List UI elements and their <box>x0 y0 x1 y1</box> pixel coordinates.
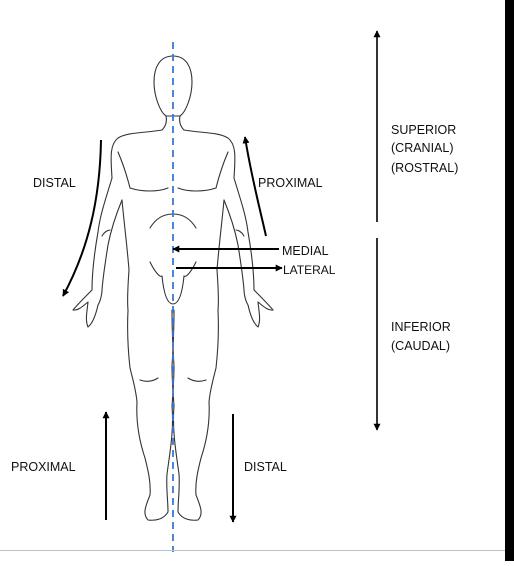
left-torso <box>121 199 130 311</box>
hip-lines <box>149 261 197 277</box>
bottom-divider <box>0 550 505 551</box>
label-inferior: INFERIOR <box>391 320 451 334</box>
chest-line <box>129 187 217 192</box>
label-cranial: (CRANIAL) <box>391 141 454 155</box>
proximal-arm-arrow <box>242 136 267 237</box>
right-edge-bar <box>505 0 514 561</box>
left-shoulder-detail <box>117 151 229 189</box>
label-proximal-arm: PROXIMAL <box>258 176 323 190</box>
right-leg <box>171 309 219 521</box>
label-proximal-leg: PROXIMAL <box>11 460 76 474</box>
right-torso <box>216 199 225 311</box>
label-distal-leg: DISTAL <box>244 460 287 474</box>
label-lateral: LATERAL <box>283 263 336 277</box>
label-medial: MEDIAL <box>282 244 329 258</box>
crotch <box>161 275 185 305</box>
neck <box>161 115 185 131</box>
left-leg <box>127 309 175 521</box>
label-distal-arm: DISTAL <box>33 176 76 190</box>
label-superior: SUPERIOR <box>391 123 457 137</box>
knee-lines <box>139 377 207 382</box>
elbow-lines <box>101 229 245 237</box>
label-caudal: (CAUDAL) <box>391 339 451 353</box>
right-arm <box>183 129 274 328</box>
label-rostral: (ROSTRAL) <box>391 161 459 175</box>
distal-arm-arrow <box>62 139 102 297</box>
left-arm <box>72 129 163 328</box>
